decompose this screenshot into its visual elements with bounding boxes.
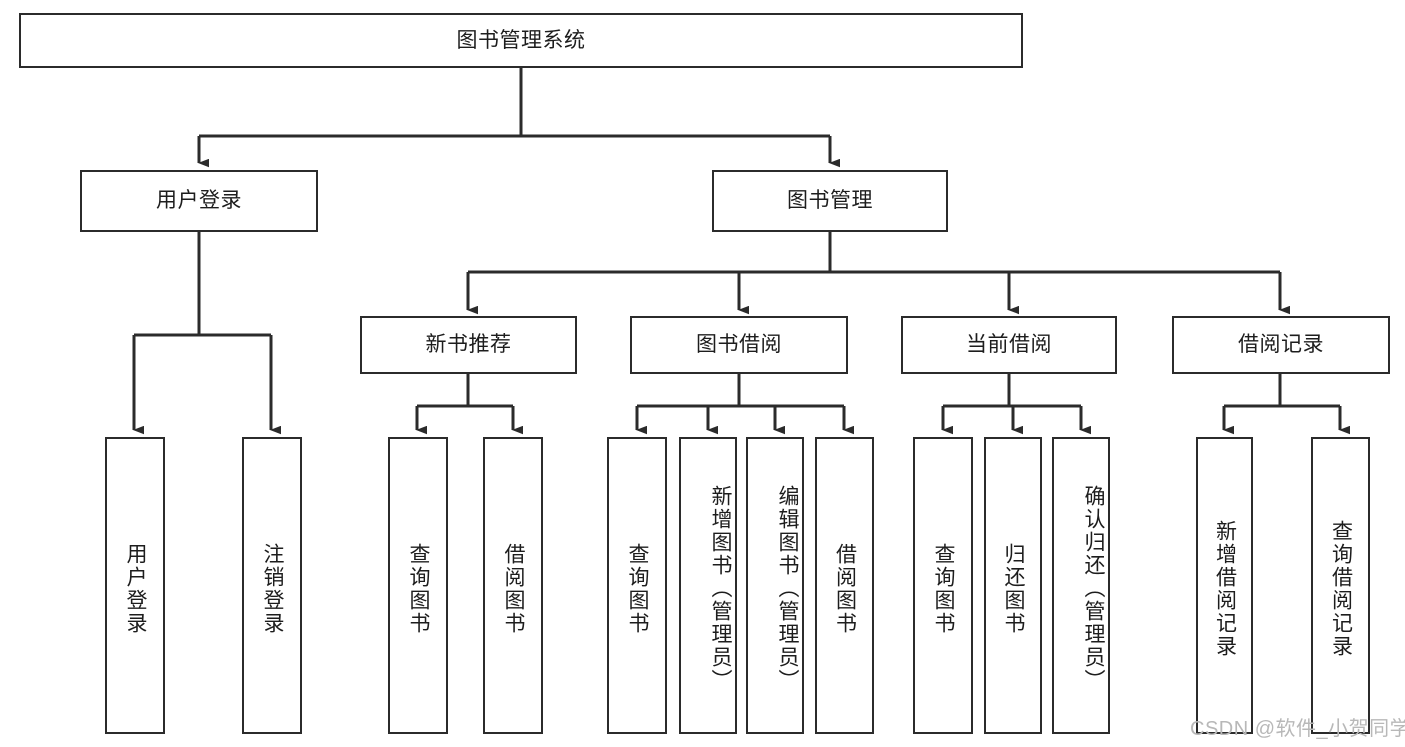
leaf-book-borrow-query[interactable]: 查询图书	[607, 437, 667, 734]
node-book-borrow[interactable]: 图书借阅	[630, 316, 848, 374]
leaf-book-borrow-lend[interactable]: 借阅图书	[815, 437, 874, 734]
node-user-login[interactable]: 用户登录	[80, 170, 318, 232]
node-current-borrow-label: 当前借阅	[966, 333, 1052, 357]
csdn-watermark: CSDN @软件_小贺同学	[1190, 718, 1405, 740]
node-new-book-recommend[interactable]: 新书推荐	[360, 316, 577, 374]
node-book-management-label: 图书管理	[787, 189, 873, 213]
leaf-user-login-signout[interactable]: 注销登录	[242, 437, 302, 734]
node-book-management[interactable]: 图书管理	[712, 170, 948, 232]
leaf-new-book-borrow[interactable]: 借阅图书	[483, 437, 543, 734]
leaf-label: 注销登录	[261, 542, 284, 635]
leaf-label: 查询图书	[626, 542, 649, 635]
node-root[interactable]: 图书管理系统	[19, 13, 1023, 68]
node-current-borrow[interactable]: 当前借阅	[901, 316, 1117, 374]
leaf-label: 编辑图书（管理员）	[776, 485, 799, 692]
leaf-label: 用户登录	[124, 542, 147, 635]
leaf-new-book-query[interactable]: 查询图书	[388, 437, 448, 734]
leaf-label: 查询图书	[407, 542, 430, 635]
node-borrow-record-label: 借阅记录	[1238, 333, 1324, 357]
node-book-borrow-label: 图书借阅	[696, 333, 782, 357]
leaf-label: 借阅图书	[502, 542, 525, 635]
leaf-label: 新增借阅记录	[1213, 519, 1237, 658]
leaf-label: 确认归还（管理员）	[1082, 485, 1105, 692]
node-user-login-label: 用户登录	[156, 189, 242, 213]
node-new-book-recommend-label: 新书推荐	[425, 333, 512, 357]
leaf-label: 查询图书	[932, 542, 955, 635]
leaf-user-login-signin[interactable]: 用户登录	[105, 437, 165, 734]
leaf-current-borrow-query[interactable]: 查询图书	[913, 437, 973, 734]
leaf-label: 查询借阅记录	[1329, 519, 1353, 658]
leaf-label: 借阅图书	[833, 542, 857, 635]
node-borrow-record[interactable]: 借阅记录	[1172, 316, 1390, 374]
leaf-borrow-record-query[interactable]: 查询借阅记录	[1311, 437, 1370, 734]
leaf-current-borrow-confirm[interactable]: 确认归还（管理员）	[1052, 437, 1110, 734]
leaf-label: 新增图书（管理员）	[709, 485, 732, 692]
leaf-book-borrow-edit[interactable]: 编辑图书（管理员）	[746, 437, 804, 734]
node-root-label: 图书管理系统	[456, 28, 586, 52]
leaf-current-borrow-return[interactable]: 归还图书	[984, 437, 1042, 734]
leaf-book-borrow-add[interactable]: 新增图书（管理员）	[679, 437, 737, 734]
leaf-borrow-record-add[interactable]: 新增借阅记录	[1196, 437, 1253, 734]
leaf-label: 归还图书	[1002, 542, 1025, 635]
